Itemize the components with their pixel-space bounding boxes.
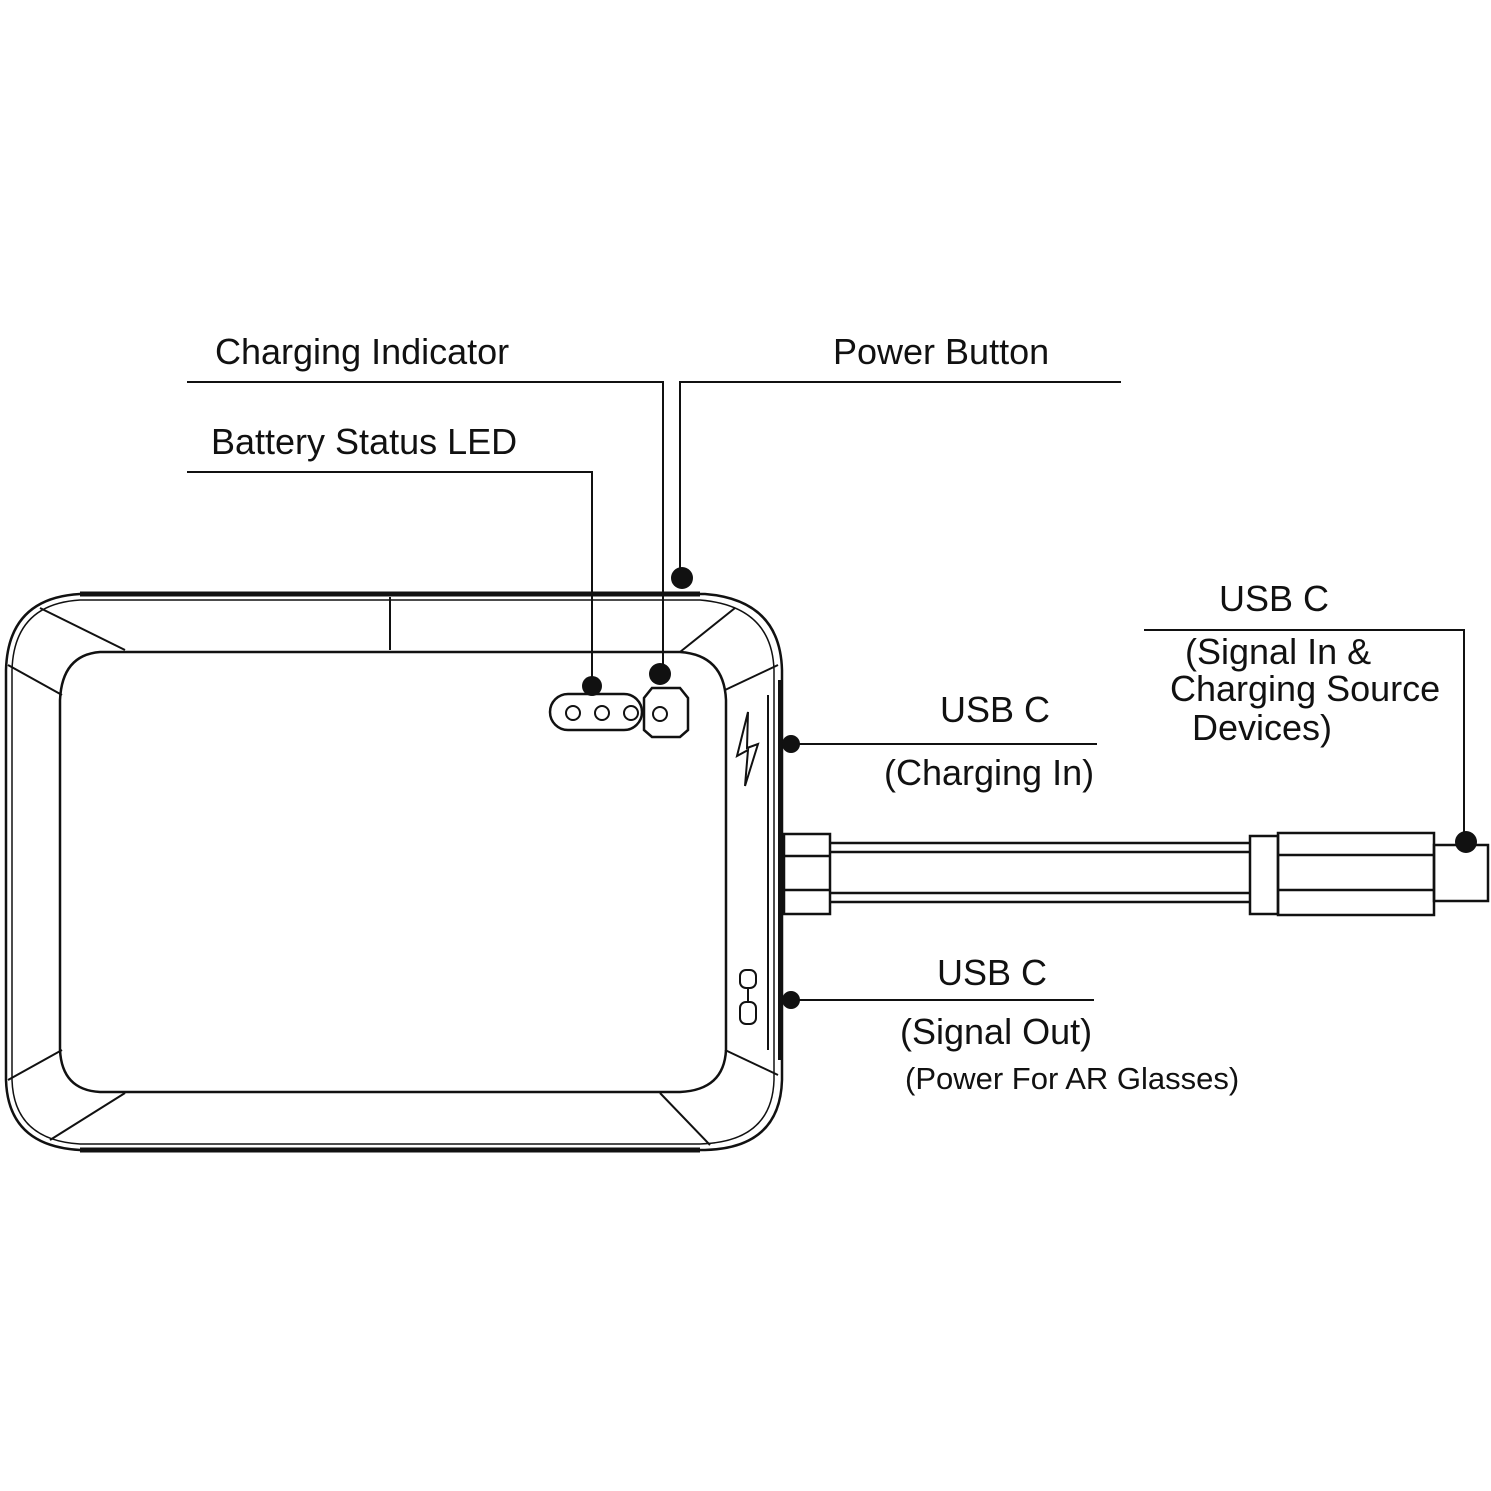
device-shell-line [11,599,775,1145]
callout-dots [582,567,1477,1009]
usb-c-signal-in-line3: Devices) [1192,707,1333,748]
lightning-icon [735,711,760,787]
led-dots [565,705,639,721]
usb-c-charging-in-sub: (Charging In) [884,752,1095,793]
usb-c-charging-in-title: USB C [940,689,1051,730]
power-button-label: Power Button [833,331,1050,372]
usb-c-signal-in-title: USB C [1219,578,1330,619]
usb-c-signal-out-sub2: (Power For AR Glasses) [905,1061,1240,1096]
device-front-panel [58,650,728,1094]
leader-lines [187,381,1465,1001]
usb-c-signal-out-title: USB C [937,952,1048,993]
device-outer-shell [4,592,784,1152]
glasses-icon [739,969,757,1025]
usb-c-cable [782,831,1490,917]
battery-status-led-label: Battery Status LED [211,421,518,462]
usb-c-signal-out-sub: (Signal Out) [900,1011,1093,1052]
usb-c-signal-in-line1: (Signal In & [1185,631,1372,672]
usb-c-signal-in-line2: Charging Source [1170,668,1441,709]
charging-indicator-label: Charging Indicator [215,331,510,372]
power-button-shape[interactable] [642,686,690,739]
